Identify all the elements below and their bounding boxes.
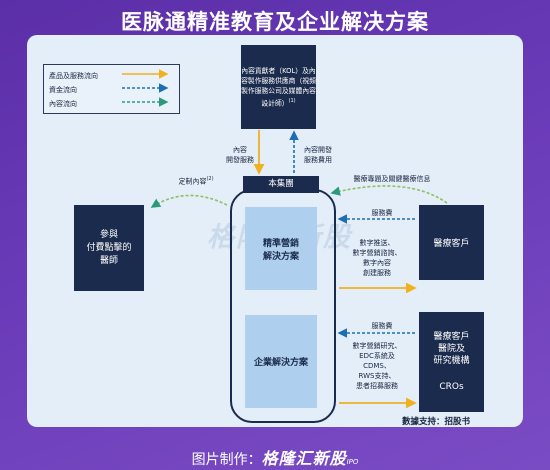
medical-info-arc: [330, 185, 448, 204]
service2-list: 數字營銷研究、 EDC系統及 CDMS、 RWS支持、 患者招募服務: [352, 342, 402, 390]
cro-box: 醫療客戶 醫院及 研究機構 CROs: [419, 312, 484, 412]
connector-layer: [122, 69, 448, 409]
legend: 產品及服務流向 資金流向 內容流向: [43, 64, 180, 114]
page-title: 医脉通精准教育及企业解决方案: [121, 10, 429, 34]
kol-box: 內容貢獻者（KOL）及內容製作服務供應商（視頻製作服務公司及媒體內容設計師）(1…: [241, 45, 316, 129]
legend-fund-label: 資金流向: [49, 86, 77, 94]
hospitals-label: 醫療客戶: [433, 239, 470, 249]
fee2-label: 服務費: [371, 322, 393, 330]
cro-label: 醫療客戶 醫院及 研究機構: [433, 332, 470, 366]
enterprise-solution-box: 企業解決方案: [245, 315, 317, 408]
footer-ipo: IPO: [346, 458, 359, 466]
precision-marketing-label: 精準營銷 解決方案: [262, 238, 299, 262]
footer-brand: 格隆汇新股: [261, 449, 347, 468]
footer: 图片制作：格隆汇新股IPO: [0, 445, 550, 469]
custom-content-label: 定制內容(2): [178, 176, 214, 186]
diagram-panel: 格隆汇新股 產品及服務流向 資金流向 內容流向 內容貢獻者（KOL）: [27, 35, 523, 427]
custom-content-arc: [150, 194, 228, 208]
footer-prefix: 图片制作：: [191, 452, 262, 468]
source-note: 數據支持：招股书: [402, 417, 471, 427]
kol-note: (1): [288, 97, 296, 104]
doctors-box: 參與 付費點擊的 醫師: [74, 205, 144, 291]
kol-label: 內容貢獻者（KOL）及內容製作服務供應商（視頻製作服務公司及媒體內容設計師）: [241, 66, 316, 108]
service1-list: 數字推送、 數字營銷諮詢、 數字內容 創建服務: [352, 239, 402, 277]
legend-product-label: 產品及服務流向: [49, 72, 98, 80]
content-dev-label: 內容 開發服務: [226, 146, 254, 164]
cro-sub-label: CROs: [439, 382, 464, 392]
precision-marketing-box: 精準營銷 解決方案: [245, 207, 317, 290]
medical-info-label: 醫療專題及關鍵醫療信息: [353, 175, 431, 183]
doctors-label: 參與 付費點擊的 醫師: [86, 229, 132, 266]
content-dev-fee-label: 內容開發 服務費用: [304, 146, 332, 164]
legend-content-label: 內容流向: [49, 100, 77, 108]
group-header: 本集團: [243, 176, 319, 193]
fee1-label: 服務費: [371, 209, 393, 217]
hospitals-box: 醫療客戶: [419, 205, 484, 280]
enterprise-solution-label: 企業解決方案: [253, 358, 308, 368]
